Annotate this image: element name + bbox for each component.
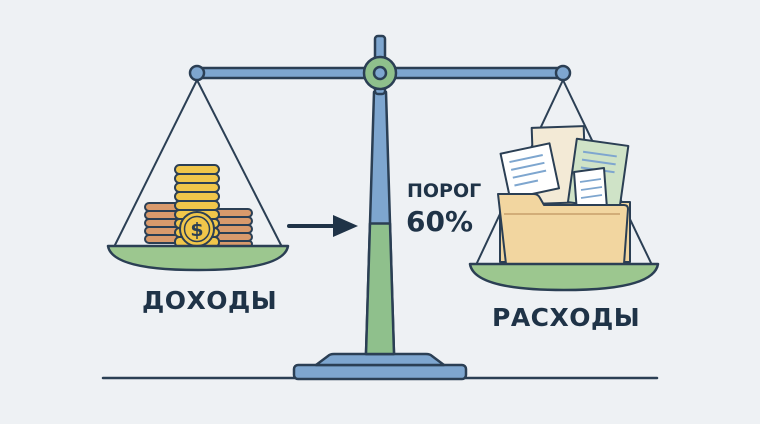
income-label: ДОХОДЫ bbox=[142, 286, 278, 315]
document-paper-icon bbox=[499, 142, 561, 200]
scale-pillar bbox=[364, 34, 396, 356]
scale-beam bbox=[188, 55, 572, 91]
folder-front bbox=[497, 193, 629, 265]
left-pan-strings bbox=[113, 79, 283, 248]
coin-stack-icon bbox=[144, 164, 253, 248]
threshold-title: ПОРОГ bbox=[407, 180, 482, 202]
arrow-right-icon bbox=[287, 215, 358, 237]
right-pan bbox=[468, 262, 660, 292]
beam-right-end bbox=[554, 64, 572, 82]
beam-left-end bbox=[188, 64, 206, 82]
coin-symbol: $ bbox=[190, 219, 203, 241]
left-pan bbox=[106, 244, 290, 272]
threshold-value: 60% bbox=[406, 205, 474, 238]
document-folder-icon bbox=[497, 125, 631, 265]
threshold-fill bbox=[364, 222, 396, 356]
pivot-inner bbox=[372, 65, 388, 81]
expenses-label: РАСХОДЫ bbox=[492, 303, 641, 332]
scale-base bbox=[292, 352, 468, 381]
